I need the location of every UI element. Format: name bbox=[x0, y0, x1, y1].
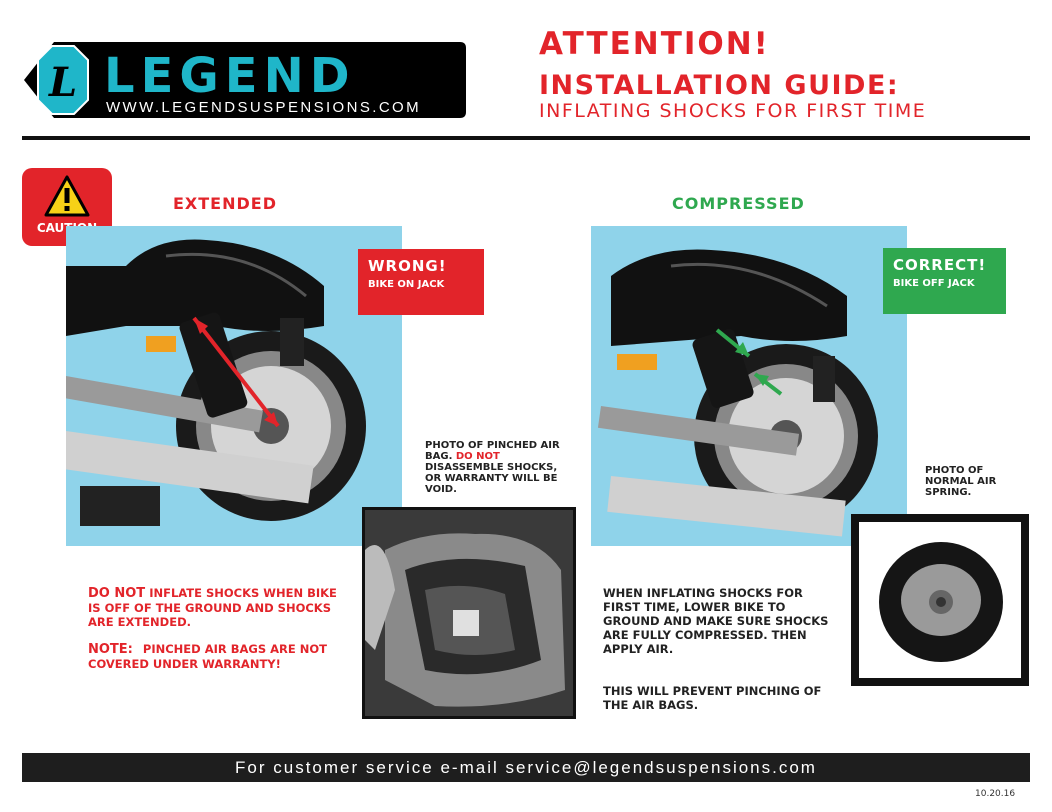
wrong-tag: WRONG! BIKE ON JACK bbox=[358, 249, 484, 315]
footer-contact: For customer service e-mail service@lege… bbox=[22, 753, 1030, 782]
wrong-tag-sub: BIKE ON JACK bbox=[368, 279, 445, 290]
logo-mark: L bbox=[48, 59, 77, 106]
correct-tag-title: CORRECT! bbox=[893, 256, 987, 274]
compressed-instructions-2: THIS WILL PREVENT PINCHING OF THE AIR BA… bbox=[603, 684, 822, 712]
legend-logo: L LEGEND WWW.LEGENDSUSPENSIONS.COM bbox=[24, 42, 466, 118]
extended-bike-illustration bbox=[66, 226, 402, 546]
compressed-bike-illustration bbox=[591, 226, 907, 546]
pinched-photo-note: PHOTO OF PINCHED AIR BAG. DO NOT DISASSE… bbox=[425, 440, 560, 495]
logo-name: LEGEND bbox=[104, 48, 356, 104]
attention-heading: ATTENTION! bbox=[539, 26, 770, 62]
wrong-tag-title: WRONG! bbox=[368, 257, 447, 275]
guide-subtitle: INFLATING SHOCKS FOR FIRST TIME bbox=[539, 100, 927, 122]
extended-note: NOTE: PINCHED AIR BAGS ARE NOT COVERED U… bbox=[88, 642, 327, 671]
header-divider bbox=[22, 136, 1030, 140]
correct-tag: CORRECT! BIKE OFF JACK bbox=[883, 248, 1006, 314]
normal-air-spring-photo bbox=[851, 514, 1029, 686]
extended-title: EXTENDED bbox=[173, 194, 277, 213]
logo-url: WWW.LEGENDSUSPENSIONS.COM bbox=[106, 99, 421, 116]
extended-warning: DO NOT INFLATE SHOCKS WHEN BIKE IS OFF O… bbox=[88, 586, 337, 629]
compressed-title: COMPRESSED bbox=[672, 194, 805, 213]
normal-photo-note: PHOTO OF NORMAL AIR SPRING. bbox=[925, 465, 997, 498]
revision-date: 10.20.16 bbox=[975, 789, 1016, 799]
installation-guide-heading: INSTALLATION GUIDE: bbox=[539, 70, 900, 101]
compressed-instructions: WHEN INFLATING SHOCKS FOR FIRST TIME, LO… bbox=[603, 586, 829, 656]
logo-octagon-icon bbox=[37, 45, 89, 115]
pinched-air-bag-photo bbox=[362, 507, 576, 719]
correct-tag-sub: BIKE OFF JACK bbox=[893, 278, 975, 289]
warning-triangle-icon bbox=[44, 175, 90, 217]
